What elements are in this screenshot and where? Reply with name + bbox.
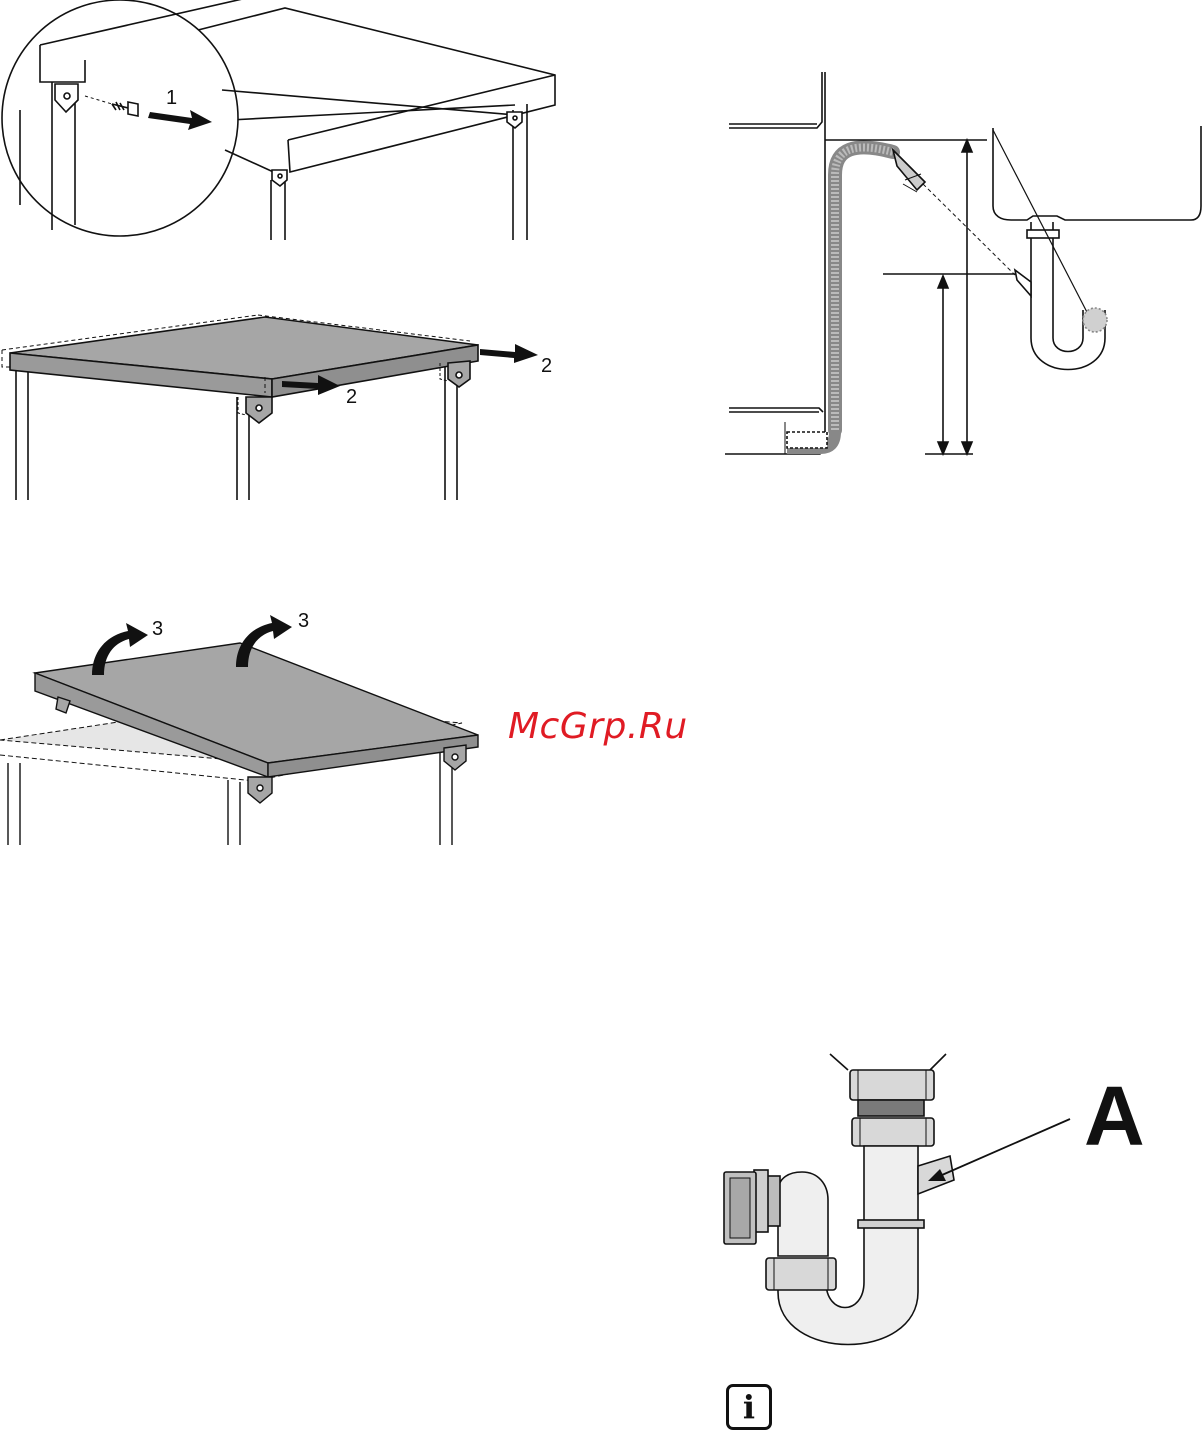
arrow-step2b-icon (480, 344, 538, 363)
callout-arrow-icon (920, 1115, 1080, 1195)
figure-siphon-connection (718, 1052, 958, 1382)
step3-label-b: 3 (298, 610, 309, 632)
worktop-slide-illustration: 2 2 (0, 305, 570, 500)
worktop-lift-illustration: 3 3 (0, 605, 500, 845)
info-icon: i (726, 1384, 772, 1430)
figure-drain-hose-height (725, 70, 1202, 462)
step2-label-b: 2 (541, 355, 552, 377)
worktop-screw-illustration: 1 (0, 0, 560, 250)
info-glyph: i (743, 1388, 755, 1426)
watermark-text: McGrp.Ru (508, 706, 688, 747)
drain-hose-illustration (725, 70, 1202, 462)
figure-step3-lift-worktop: 3 3 (0, 605, 500, 845)
siphon-illustration (718, 1052, 958, 1382)
callout-label-A: A (1084, 1074, 1145, 1158)
figure-step1-remove-screws: 1 (0, 0, 560, 250)
figure-step2-slide-worktop: 2 2 (0, 305, 570, 500)
step1-label: 1 (166, 87, 177, 109)
step2-label-a: 2 (346, 386, 357, 408)
callout-leader-A (920, 1115, 1080, 1195)
step3-label-a: 3 (152, 618, 163, 640)
